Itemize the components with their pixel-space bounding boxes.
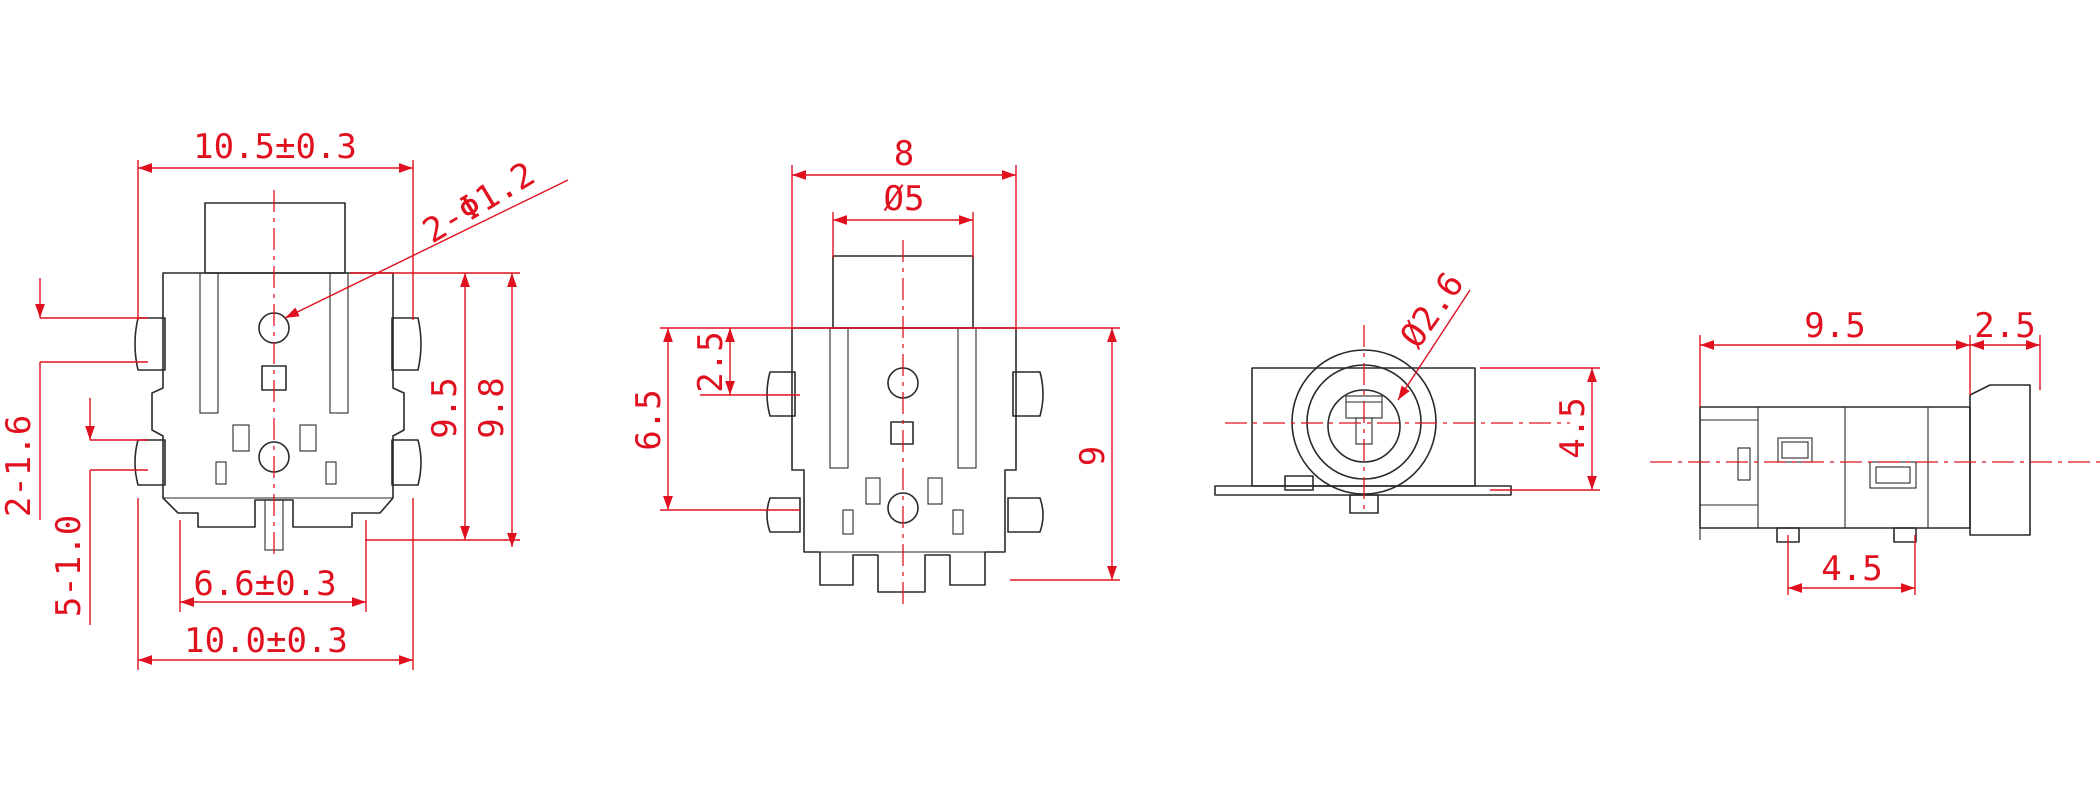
back-offset-label: 2.5 — [691, 331, 731, 392]
back-view-body — [766, 255, 1044, 593]
back-width-label: 8 — [894, 134, 914, 174]
front-bottom-width-label: 10.0±0.3 — [184, 621, 348, 661]
back-height-label: 9 — [1073, 446, 1113, 466]
end-hole-diameter-label: Ø2.6 — [1393, 265, 1473, 355]
side-view-body — [1699, 384, 2031, 543]
front-height-inner-label: 9.5 — [425, 377, 465, 438]
front-hole-callout-label: 2-Φ1.2 — [416, 154, 542, 252]
side-body-length-label: 9.5 — [1804, 306, 1865, 346]
back-view: 8 Ø5 2.5 6.5 9 — [629, 134, 1120, 610]
end-view: Ø2.6 4.5 — [1214, 265, 1600, 515]
front-dimension-lines — [35, 160, 569, 670]
back-pin-height-label: 6.5 — [629, 389, 669, 450]
front-pin-spacing-b-label: 5-1.0 — [49, 515, 89, 617]
front-height-outer-label: 9.8 — [472, 377, 512, 438]
side-nose-length-label: 2.5 — [1974, 306, 2035, 346]
front-view-body — [134, 202, 422, 551]
end-center-height-label: 4.5 — [1553, 397, 1593, 458]
front-pin-spacing-a-label: 2-1.6 — [0, 415, 39, 517]
side-pad-spacing-label: 4.5 — [1821, 549, 1882, 589]
side-view: 9.5 2.5 4.5 — [1650, 306, 2100, 595]
back-dimension-lines — [660, 165, 1120, 581]
front-top-width-label: 10.5±0.3 — [193, 127, 357, 167]
end-dimension-lines — [1397, 289, 1600, 491]
back-bore-label: Ø5 — [884, 179, 925, 219]
front-pin-span-label: 6.6±0.3 — [193, 564, 336, 604]
front-view: 10.5±0.3 2-Φ1.2 10.0±0.3 6.6±0.3 9.5 9.8… — [0, 127, 569, 670]
side-dimension-lines — [1699, 335, 2041, 595]
end-view-body — [1214, 349, 1512, 514]
